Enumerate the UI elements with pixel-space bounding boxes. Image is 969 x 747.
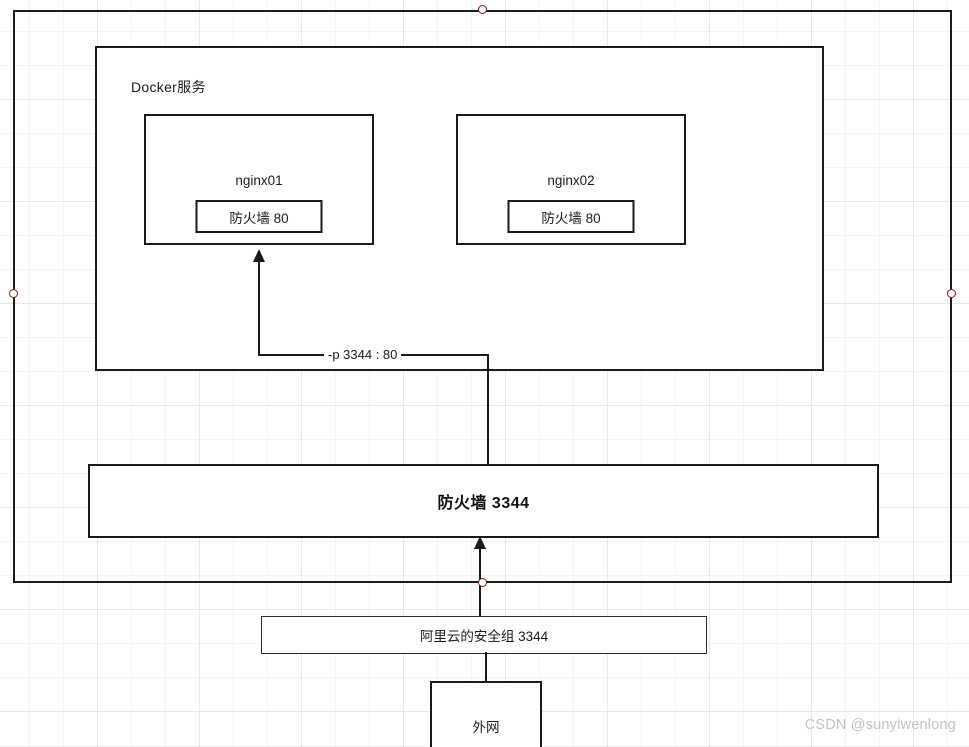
- connector-docker-to-firewall: [487, 354, 489, 466]
- host-firewall-box[interactable]: 防火墙 3344: [88, 464, 879, 538]
- aliyun-security-group-label: 阿里云的安全组 3344: [419, 629, 549, 644]
- external-network-box[interactable]: 外网: [430, 681, 542, 747]
- watermark-text: CSDN @sunyiwenlong: [804, 717, 956, 733]
- nginx02-name-label: nginx02: [547, 173, 595, 188]
- selection-handle-left[interactable]: [9, 289, 18, 298]
- port-mapping-label: -p 3344 : 80: [324, 346, 402, 363]
- arrowhead-to-nginx01-icon: [253, 249, 265, 262]
- arrowhead-to-firewall-icon: [474, 536, 486, 549]
- nginx02-container-box[interactable]: nginx02 防火墙 80: [456, 114, 686, 245]
- docker-service-label: Docker服务: [131, 79, 206, 95]
- nginx01-firewall-box[interactable]: 防火墙 80: [195, 200, 323, 233]
- aliyun-security-group-box[interactable]: 阿里云的安全组 3344: [261, 616, 707, 654]
- external-network-label: 外网: [472, 720, 500, 735]
- nginx01-name-label: nginx01: [235, 173, 283, 188]
- host-firewall-label: 防火墙 3344: [437, 495, 530, 512]
- selection-handle-top[interactable]: [478, 5, 487, 14]
- nginx02-firewall-box[interactable]: 防火墙 80: [507, 200, 635, 233]
- connector-nginx01-riser: [258, 260, 260, 356]
- connector-external-to-securitygroup: [485, 652, 487, 683]
- selection-handle-right[interactable]: [947, 289, 956, 298]
- nginx01-container-box[interactable]: nginx01 防火墙 80: [144, 114, 374, 245]
- selection-handle-bottom[interactable]: [478, 578, 487, 587]
